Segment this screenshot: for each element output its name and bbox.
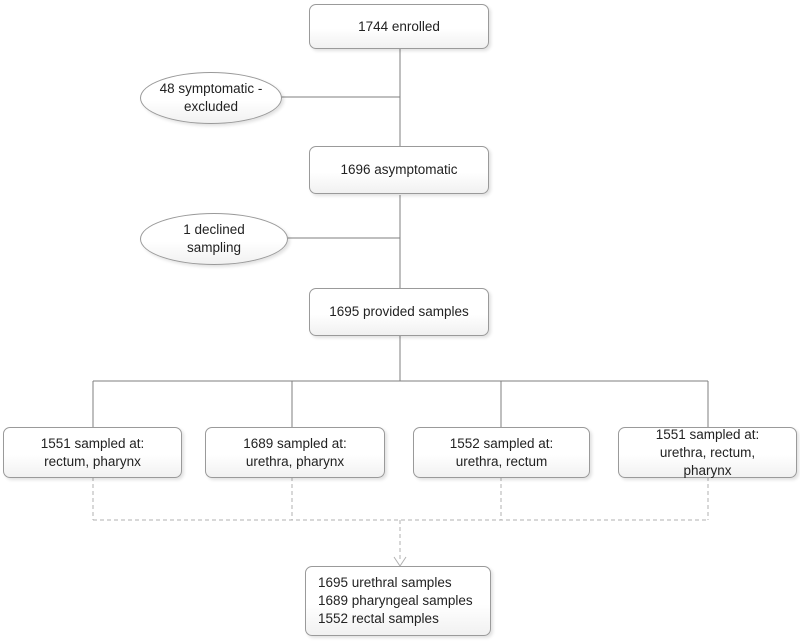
group1-box: 1551 sampled at: rectum, pharynx (3, 427, 182, 478)
asymptomatic-box: 1696 asymptomatic (309, 146, 489, 194)
provided-samples-text: 1695 provided samples (329, 304, 469, 319)
enrolled-box: 1744 enrolled (309, 4, 489, 49)
totals-pharyngeal: 1689 pharyngeal samples (318, 593, 473, 608)
group2-box: 1689 sampled at: urethra, pharynx (205, 427, 385, 478)
group3-box: 1552 sampled at: urethra, rectum (413, 427, 590, 478)
declined-oval: 1 declined sampling (140, 213, 288, 265)
group4-text-line1: 1551 sampled at: (655, 426, 760, 442)
totals-urethral: 1695 urethral samples (318, 575, 452, 590)
excluded-oval: 48 symptomatic - excluded (140, 72, 282, 124)
asymptomatic-text: 1696 asymptomatic (340, 162, 458, 177)
declined-text-line2: sampling (186, 240, 242, 255)
group1-text-line1: 1551 sampled at: (40, 435, 145, 451)
group2-text-line1: 1689 sampled at: (243, 435, 347, 451)
group1-text-line2: rectum, pharynx (44, 453, 141, 469)
group4-text-line2: urethra, rectum, (659, 444, 756, 460)
enrolled-text: 1744 enrolled (358, 18, 440, 34)
totals-rectal: 1552 rectal samples (318, 611, 439, 626)
provided-samples-box: 1695 provided samples (309, 288, 489, 336)
declined-text-line1: 1 declined (183, 222, 245, 237)
group4-box: 1551 sampled at: urethra, rectum, pharyn… (618, 427, 797, 478)
group2-text-line2: urethra, pharynx (245, 453, 345, 469)
group3-text-line2: urethra, rectum (455, 453, 548, 469)
group4-text-line3: pharynx (683, 462, 732, 478)
totals-box: 1695 urethral samples 1689 pharyngeal sa… (305, 566, 491, 636)
group3-text-line1: 1552 sampled at: (449, 435, 554, 451)
excluded-text-line1: 48 symptomatic - (159, 81, 263, 96)
excluded-text-line2: excluded (183, 99, 239, 114)
